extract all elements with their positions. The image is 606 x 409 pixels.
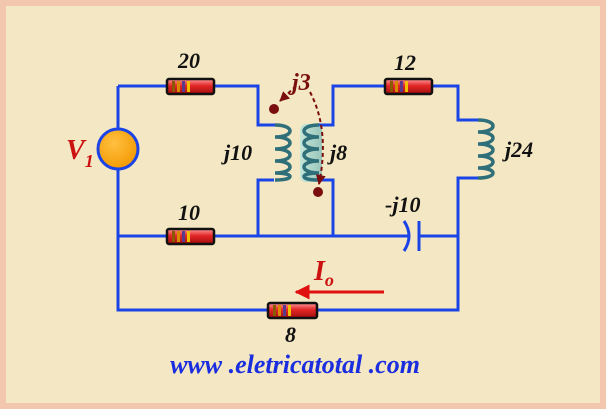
wires	[116, 84, 478, 312]
resistor-12	[383, 77, 434, 96]
inductor-j10-label: j10	[221, 140, 252, 165]
capacitor-label: -j10	[385, 192, 420, 217]
inductor-j24	[477, 118, 495, 180]
resistor-20-label: 20	[177, 48, 200, 73]
inductor-j8-label: j8	[327, 140, 347, 165]
website-text: www .eletricatotal .com	[170, 350, 420, 379]
source-label: V1	[66, 135, 94, 171]
current-label: Io	[313, 256, 334, 290]
resistor-10-label: 10	[178, 200, 200, 225]
polarity-dot-right	[313, 187, 323, 197]
voltage-source	[96, 127, 140, 171]
mutual-arrow-right	[309, 91, 326, 185]
resistor-12-label: 12	[394, 50, 416, 75]
inductor-j10	[274, 123, 292, 182]
inductor-j24-label: j24	[502, 137, 533, 162]
resistor-20	[165, 77, 216, 96]
inductor-j8	[300, 123, 322, 182]
mutual-arrow-left	[279, 85, 297, 102]
polarity-dot-left	[269, 104, 279, 114]
mutual-label: j3	[288, 70, 311, 96]
resistor-8	[266, 301, 319, 320]
resistor-8-label: 8	[285, 322, 296, 347]
resistor-10	[165, 227, 216, 246]
capacitor	[402, 220, 421, 252]
